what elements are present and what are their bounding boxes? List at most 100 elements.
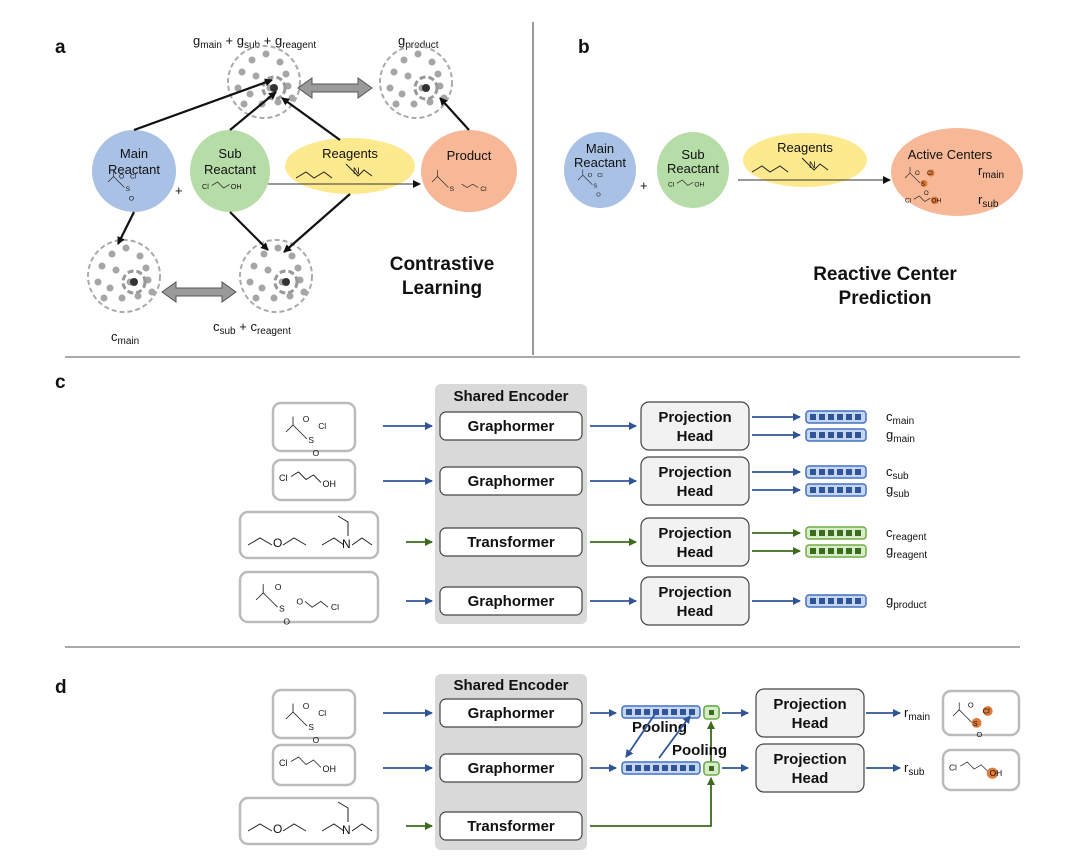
sub-reactant-node xyxy=(657,132,729,208)
svg-text:O: O xyxy=(303,701,310,711)
graphormer-encoder xyxy=(439,466,583,496)
r-main-label: rmain xyxy=(978,163,1004,181)
main-reactant-molecule-icon: S Cl O O xyxy=(285,701,326,745)
svg-text:O: O xyxy=(129,196,134,203)
main-reactant-molecule-icon: S Cl O O xyxy=(577,169,603,198)
embedding-point xyxy=(142,264,150,272)
svg-text:N: N xyxy=(342,537,351,551)
svg-text:O: O xyxy=(968,700,974,709)
projection-head xyxy=(755,743,865,793)
product-input xyxy=(238,570,380,624)
embedding-point xyxy=(414,50,422,58)
projection-head-label: Head xyxy=(792,770,829,787)
embedding-point xyxy=(252,72,260,80)
svg-text:O: O xyxy=(313,735,320,745)
embedding-vector-icon xyxy=(805,428,867,442)
embedding-point xyxy=(404,72,412,80)
svg-text:O: O xyxy=(924,191,929,197)
svg-text:Cl: Cl xyxy=(130,174,137,181)
svg-text:Cl: Cl xyxy=(202,182,209,191)
svg-text:O: O xyxy=(296,596,303,606)
sub-reactant-label: Sub xyxy=(218,146,241,161)
embedding-point xyxy=(248,56,256,64)
encoder-label: Graphormer xyxy=(468,593,555,610)
sub-reactant-label: Reactant xyxy=(667,161,719,176)
cluster-icon xyxy=(87,239,161,313)
embedding-point xyxy=(234,84,242,92)
product-node xyxy=(421,130,517,212)
shared-encoder-title: Shared Encoder xyxy=(453,677,568,694)
embedding-point xyxy=(262,50,270,58)
projection-head xyxy=(640,401,750,451)
embedding-point xyxy=(260,250,268,258)
projection-head-label: Head xyxy=(677,483,714,500)
panel-d-letter: d xyxy=(55,677,67,698)
plus-sign: + xyxy=(175,183,183,198)
svg-text:Cl: Cl xyxy=(927,171,933,177)
sub-reactant-molecule-icon: Cl OH xyxy=(668,179,705,189)
cluster-icon xyxy=(227,45,301,119)
embedding-point xyxy=(288,94,296,102)
pooling-label: Pooling xyxy=(632,719,687,736)
embedding-point xyxy=(400,56,408,64)
embedding-point xyxy=(428,58,436,66)
anchor-point xyxy=(422,84,430,92)
sub-reactant-molecule-icon: Cl OH xyxy=(202,181,242,191)
reactive-center-label: rmain xyxy=(904,705,930,723)
panel-d: d Shared Encoder S Cl O O Cl OH O N Grap… xyxy=(55,674,1021,850)
anchor-point xyxy=(282,278,290,286)
embedding-point xyxy=(294,264,302,272)
main-reactant-label: Main xyxy=(120,146,148,161)
embedding-point xyxy=(286,292,294,300)
encoder-label: Graphormer xyxy=(468,418,555,435)
svg-text:OH: OH xyxy=(931,198,941,205)
embedding-point xyxy=(94,278,102,286)
embedding-point xyxy=(270,294,278,302)
embedding-point xyxy=(282,70,290,78)
sub-reactant-label: Sub xyxy=(681,147,704,162)
main-reactant-node xyxy=(564,132,636,208)
embedding-vector-icon xyxy=(805,465,867,479)
svg-text:S: S xyxy=(308,435,314,445)
product-label: Product xyxy=(447,148,492,163)
encoder-label: Transformer xyxy=(467,534,555,551)
embedding-clusters xyxy=(87,45,453,313)
product-molecule-icon: S O O O Cl xyxy=(255,582,339,626)
output-embedding-label: cmain xyxy=(886,409,914,427)
svg-text:O: O xyxy=(915,171,920,177)
arrow xyxy=(283,193,351,253)
active-centers-node xyxy=(891,128,1023,216)
pooling-arrow xyxy=(625,713,656,758)
projection-head-label: Projection xyxy=(658,525,731,542)
svg-text:Cl: Cl xyxy=(279,758,288,768)
svg-text:O: O xyxy=(596,192,601,198)
shared-encoder-box xyxy=(435,384,587,624)
encoder-label: Graphormer xyxy=(468,705,555,722)
projection-head xyxy=(640,517,750,567)
svg-text:S: S xyxy=(921,182,925,188)
embedding-point xyxy=(398,90,406,98)
embedding-point xyxy=(426,98,434,106)
embedding-point xyxy=(240,100,248,108)
embedding-vector-icon xyxy=(805,594,867,608)
sub-reactant-molecule-icon: Cl OH xyxy=(279,756,336,774)
projection-head-label: Projection xyxy=(658,464,731,481)
projection-head-label: Head xyxy=(677,428,714,445)
output-embedding-label: gsub xyxy=(886,482,910,500)
projection-head-label: Head xyxy=(677,544,714,561)
c-main-label: cmain xyxy=(111,329,139,347)
c-sub-reagent-label: csub + creagent xyxy=(213,319,291,337)
projection-head xyxy=(640,456,750,506)
main-reactant-label: Reactant xyxy=(108,162,160,177)
active-sub-molecule-icon: Cl OH xyxy=(905,195,942,205)
projection-head xyxy=(755,688,865,738)
svg-text:S: S xyxy=(279,604,285,614)
svg-text:OH: OH xyxy=(231,182,242,191)
embedding-point xyxy=(112,266,120,274)
encoder-label: Graphormer xyxy=(468,473,555,490)
reagent-arrow xyxy=(590,777,715,827)
embedding-point xyxy=(136,252,144,260)
panel-a: a gmain + gsub + greagent gproduct Main … xyxy=(55,33,517,347)
embedding-point xyxy=(100,294,108,302)
